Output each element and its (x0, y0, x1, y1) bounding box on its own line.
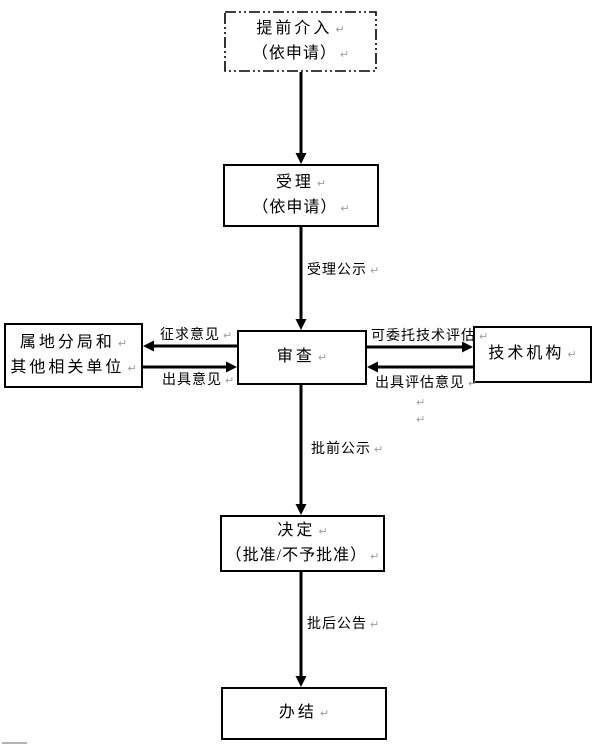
node-text: 提前介入 (256, 19, 333, 37)
node-text: 属地分局和 (19, 333, 115, 351)
footnote-separator-line (2, 742, 27, 744)
edge-label-issue-opinions: 出具意见↵ (162, 373, 234, 389)
arrowhead-down-icon (295, 153, 307, 164)
node-text: （依申请） (252, 198, 338, 216)
paragraph-mark-icon: ↵ (374, 443, 384, 456)
node-text-line: 技术机构↵ (488, 342, 576, 367)
node-local-bureau: 属地分局和↵ 其他相关单位↵ (4, 323, 143, 388)
node-text: 其他相关单位 (10, 358, 125, 376)
edge-label-issue-evaluation-opinions: 出具评估意见↵ (375, 376, 477, 392)
arrowhead-down-icon (295, 676, 307, 687)
paragraph-mark-icon: ↵ (567, 348, 577, 361)
arrowhead-left-icon (143, 340, 154, 352)
edge-label-acceptance-publicity: 受理公示↵ (307, 263, 379, 279)
edge-label-text: 出具意见 (162, 373, 222, 388)
node-text: （依申请） (251, 44, 337, 62)
paragraph-mark-icon: ↵ (370, 264, 380, 277)
edge-label-text: 批前公示 (311, 442, 371, 457)
node-text: 办结 (278, 704, 317, 721)
edge-label-text: 批后公告 (307, 617, 367, 632)
paragraph-mark-icon: ↵ (416, 396, 426, 409)
node-acceptance: 受理↵ （依申请）↵ (223, 164, 379, 227)
node-text-line: （依申请）↵ (252, 196, 349, 221)
paragraph-mark-icon: ↵ (117, 336, 128, 350)
node-text-line: （依申请）↵ (252, 42, 349, 67)
node-text-line: 办结↵ (279, 701, 329, 726)
node-text-line: 其他相关单位↵ (10, 356, 136, 381)
node-text: 决定 (277, 521, 316, 539)
arrowhead-left-icon (367, 361, 378, 373)
arrowhead-down-icon (295, 504, 307, 515)
edge-label-text: 受理公示 (307, 263, 367, 278)
node-text-line: 提前介入↵ (256, 17, 344, 42)
node-review: 审查↵ (237, 330, 367, 385)
edge-label-pre-approval-publicity: 批前公示↵ (311, 442, 383, 458)
node-text-line: 属地分局和↵ (20, 331, 127, 356)
arrowhead-down-icon (295, 319, 307, 330)
paragraph-mark-icon: ↵ (127, 361, 137, 375)
node-text: 技术机构 (488, 345, 565, 362)
paragraph-mark-icon: ↵ (335, 22, 345, 36)
paragraph-mark-icon: ↵ (318, 524, 328, 538)
node-technical-institution: 技术机构↵ (473, 326, 592, 383)
node-text-line: 受理↵ (276, 171, 326, 196)
paragraph-mark-icon: ↵ (319, 707, 330, 720)
node-early-intervention: 提前介入↵ （依申请）↵ (224, 11, 377, 72)
node-text: 审查 (276, 348, 315, 365)
paragraph-mark-icon: ↵ (317, 351, 328, 364)
paragraph-mark-icon: ↵ (370, 549, 380, 563)
node-decision: 决定↵ （批准/不予批准）↵ (220, 515, 385, 572)
node-text: 受理 (275, 173, 314, 191)
node-text-line: 决定↵ (277, 519, 327, 544)
paragraph-mark-icon: ↵ (468, 377, 478, 390)
paragraph-mark-icon: ↵ (340, 201, 350, 215)
edge-label-text: 出具评估意见 (375, 376, 465, 391)
paragraph-mark-icon: ↵ (225, 374, 235, 387)
node-text-line: 审查↵ (277, 345, 327, 370)
paragraph-mark-icon: ↵ (223, 329, 233, 342)
paragraph-mark-icon: ↵ (339, 47, 350, 61)
paragraph-mark-icon: ↵ (479, 330, 489, 343)
edge-label-post-approval-announcement: 批后公告↵ (307, 617, 379, 633)
edge-label-text: 征求意见 (160, 328, 220, 343)
edge-label-entrust-technical-evaluation: 可委托技术评估↵ (371, 329, 488, 345)
edge-label-text: 可委托技术评估 (371, 329, 476, 344)
node-text-line: （批准/不予批准）↵ (226, 544, 380, 569)
paragraph-mark-icon: ↵ (370, 618, 380, 631)
paragraph-mark-icon: ↵ (316, 176, 327, 190)
edge-label-seek-opinions: 征求意见↵ (160, 328, 232, 344)
arrowhead-right-icon (226, 361, 237, 373)
node-text: （批准/不予批准） (225, 546, 368, 564)
node-completion: 办结↵ (221, 687, 387, 740)
paragraph-mark-icon: ↵ (416, 413, 426, 426)
